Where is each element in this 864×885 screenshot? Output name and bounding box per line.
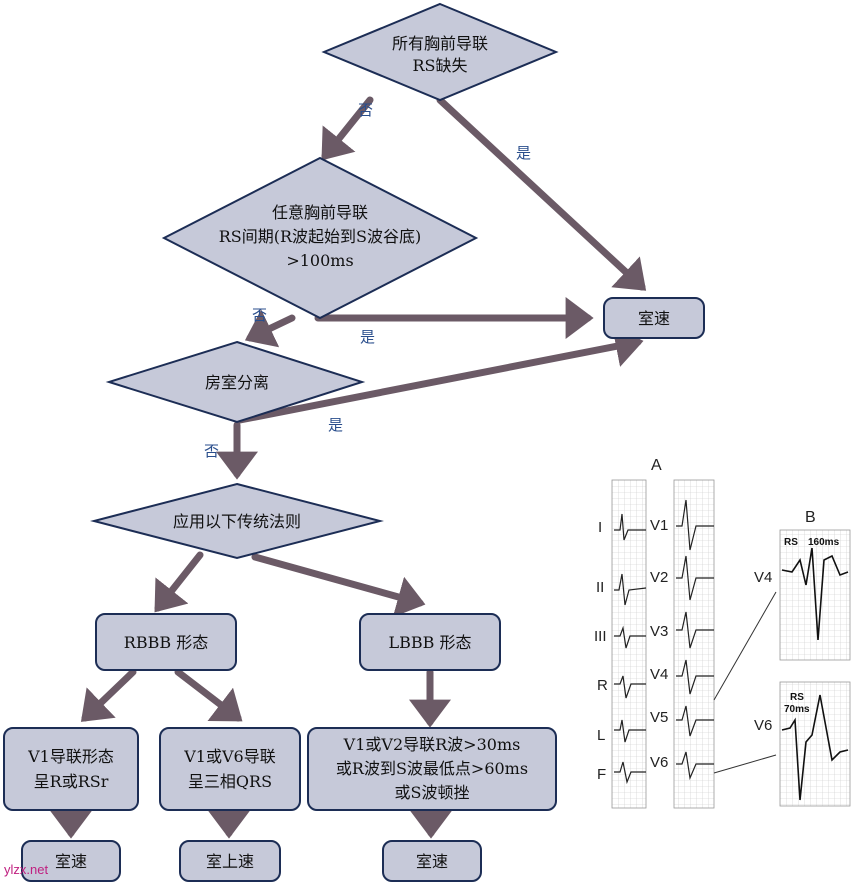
lead-V3-label: V3 — [650, 623, 668, 640]
b-v6-rs: RS — [790, 692, 804, 703]
lead-V4-label: V4 — [650, 666, 668, 683]
decision-q4 — [90, 482, 384, 560]
arrow-q2-no — [244, 309, 296, 348]
c1-line-1: V1导联形态 — [27, 747, 114, 766]
decision-q2 — [161, 156, 479, 320]
criteria-box-3 — [307, 727, 557, 811]
panel-a-label: A — [651, 457, 662, 474]
q2-no-label: 否 — [252, 306, 267, 324]
lead-V2-label: V2 — [650, 569, 668, 586]
b-v6-grid — [779, 681, 851, 807]
q3-no-label: 否 — [204, 442, 219, 460]
trace-b-v4 — [781, 547, 849, 641]
r3-label: 室速 — [416, 852, 448, 871]
arrow-q4-lbbb — [251, 553, 426, 618]
q1-line-2: RS缺失 — [412, 56, 467, 75]
lead-II-label: II — [596, 579, 604, 596]
arrow-rbbb-c1 — [80, 668, 137, 722]
watermark: ylzx.net — [4, 862, 49, 877]
q4-label: 应用以下传统法则 — [173, 512, 301, 531]
q1-yes-label: 是 — [516, 144, 531, 162]
trace-b-v6 — [781, 694, 849, 801]
q2-yes-label: 是 — [360, 328, 375, 346]
q3-yes-label: 是 — [328, 416, 343, 434]
ecg-panel-a: A I II III R L F V1 V2 V3 V4 V5 V6 — [594, 457, 715, 809]
chest-lead-grid — [673, 479, 715, 809]
q2-line-3: >100ms — [286, 251, 353, 270]
trace-III — [614, 625, 646, 649]
r2-label: 室上速 — [206, 852, 254, 871]
trace-V1 — [676, 499, 714, 551]
c2-line-1: V1或V6导联 — [183, 747, 275, 766]
result-box-2 — [179, 840, 281, 882]
rbbb-box — [95, 613, 237, 671]
decision-q3 — [105, 340, 366, 424]
c3-line-2: 或R波到S波最低点>60ms — [336, 759, 528, 778]
b-v4-rs: RS — [784, 537, 798, 548]
b-v4-ms: 160ms — [808, 537, 840, 548]
lead-V5-label: V5 — [650, 709, 668, 726]
q2-line-1: 任意胸前导联 — [272, 203, 368, 222]
q1-no-label: 否 — [358, 101, 373, 119]
q2-line-2: RS间期(R波起始到S波谷底) — [219, 227, 422, 246]
connector-v6 — [713, 754, 777, 774]
rbbb-label: RBBB 形态 — [124, 633, 208, 652]
trace-V2 — [676, 555, 714, 601]
connector-v4 — [713, 591, 777, 701]
trace-V5 — [676, 705, 714, 737]
r1-label: 室速 — [55, 852, 87, 871]
result-box-3 — [382, 840, 482, 882]
trace-V3 — [676, 611, 714, 649]
lbbb-box — [359, 613, 501, 671]
vt-top-label: 室速 — [638, 309, 670, 328]
lead-F-label: F — [597, 766, 606, 783]
arrow-q1-no — [321, 96, 374, 161]
lead-R-label: R — [597, 677, 608, 694]
arrow-q3-yes — [236, 325, 644, 424]
result-box-1 — [21, 840, 121, 882]
c1-line-2: 呈R或RSr — [34, 772, 109, 791]
trace-I — [614, 513, 646, 541]
q3-label: 房室分离 — [205, 373, 269, 392]
limb-lead-grid — [611, 479, 647, 809]
trace-V6 — [676, 751, 714, 781]
criteria-box-2 — [159, 727, 301, 811]
arrow-q1-yes — [436, 96, 647, 291]
ecg-panel-b: B V4 V6 RS 160ms RS 70ms — [713, 509, 851, 807]
arrow-rbbb-c2 — [174, 668, 243, 722]
panel-b-label: B — [805, 509, 816, 526]
b-v6-ms: 70ms — [784, 704, 810, 715]
trace-II — [614, 573, 647, 606]
c3-line-3: 或S波顿挫 — [395, 783, 470, 802]
result-vt-top — [603, 297, 705, 339]
lead-I-label: I — [598, 519, 602, 536]
lead-V6-label: V6 — [650, 754, 668, 771]
trace-V4 — [676, 659, 714, 695]
q1-line-1: 所有胸前导联 — [392, 34, 488, 53]
lead-L-label: L — [597, 727, 605, 744]
lead-V1-label: V1 — [650, 517, 668, 534]
lead-III-label: III — [594, 628, 607, 645]
decision-q1 — [321, 2, 559, 102]
trace-R — [614, 675, 646, 699]
trace-L — [614, 719, 646, 743]
c2-line-2: 呈三相QRS — [188, 772, 272, 791]
b-v4-label: V4 — [754, 569, 772, 586]
trace-F — [614, 761, 646, 785]
criteria-box-1 — [3, 727, 139, 811]
b-v6-label: V6 — [754, 717, 772, 734]
c3-line-1: V1或V2导联R波>30ms — [343, 735, 521, 754]
arrow-q4-rbbb — [154, 551, 204, 613]
lbbb-label: LBBB 形态 — [389, 633, 472, 652]
